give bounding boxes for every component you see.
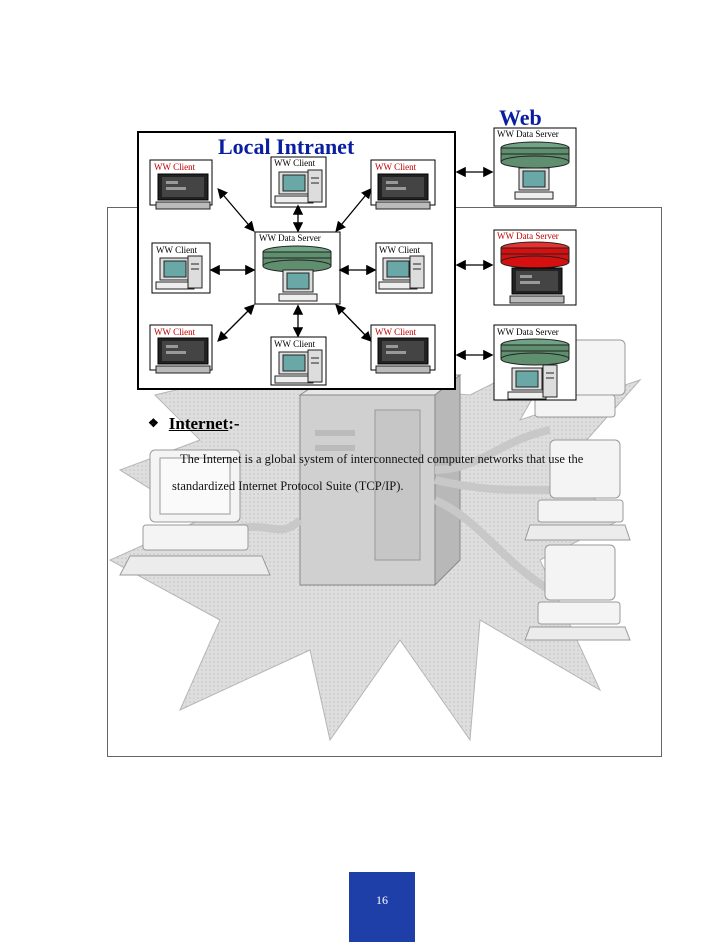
- svg-text:WW Client: WW Client: [274, 158, 316, 168]
- page-number: 16: [349, 872, 415, 942]
- section-body: The Internet is a global system of inter…: [172, 446, 652, 500]
- body-line-2: standardized Internet Protocol Suite (TC…: [172, 479, 404, 493]
- svg-text:WW Data Server: WW Data Server: [259, 233, 321, 243]
- intranet-client-middle-left: WW Client: [151, 242, 211, 294]
- svg-text:WW Data Server: WW Data Server: [497, 231, 559, 241]
- intranet-client-middle-right: WW Client: [375, 242, 433, 294]
- intranet-client-bottom-left: WW Client: [149, 324, 213, 374]
- svg-text:WW Data Server: WW Data Server: [497, 129, 559, 139]
- body-line-1: The Internet is a global system of inter…: [180, 452, 584, 466]
- computer-clipart-left: [119, 449, 271, 576]
- intranet-client-bottom-center: WW Client: [270, 336, 327, 386]
- web-data-server-1: WW Data Server: [493, 127, 577, 207]
- svg-text:WW Client: WW Client: [154, 162, 196, 172]
- heading-suffix: :-: [228, 414, 240, 433]
- web-title: Web: [499, 105, 542, 130]
- svg-text:WW Client: WW Client: [156, 245, 198, 255]
- diamond-bullet-icon: ❖: [148, 416, 159, 430]
- svg-text:WW Client: WW Client: [379, 245, 421, 255]
- web-data-server-3: WW Data Server: [493, 324, 577, 401]
- svg-text:WW Client: WW Client: [274, 339, 316, 349]
- heading-word: Internet: [168, 414, 229, 433]
- intranet-client-top-left: WW Client: [149, 159, 213, 210]
- svg-text:WW Client: WW Client: [375, 162, 417, 172]
- intranet-client-bottom-right: WW Client: [370, 324, 436, 374]
- intranet-client-top-right: WW Client: [370, 159, 436, 210]
- computer-clipart-right-bottom: [524, 544, 631, 641]
- intranet-connection-arrows: [209, 187, 377, 342]
- computer-clipart-right-middle: [524, 439, 631, 541]
- section-heading: ❖ Internet:-: [148, 414, 240, 434]
- intranet-title: Local Intranet: [218, 134, 355, 159]
- svg-text:WW Client: WW Client: [375, 327, 417, 337]
- web-connection-arrows: [455, 166, 494, 361]
- svg-text:WW Data Server: WW Data Server: [497, 327, 559, 337]
- web-data-server-2: WW Data Server: [493, 229, 577, 306]
- intranet-client-top-center: WW Client: [270, 156, 327, 208]
- central-data-server: WW Data Server: [254, 231, 341, 305]
- svg-text:WW Client: WW Client: [154, 327, 196, 337]
